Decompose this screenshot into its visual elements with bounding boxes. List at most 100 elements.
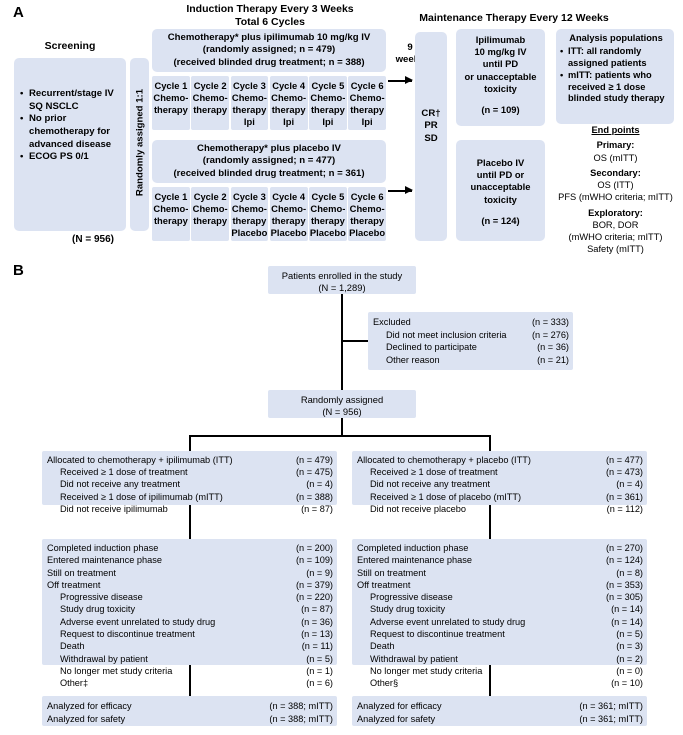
maintenance-therapy-header: Maintenance Therapy Every 12 Weeks [419,12,609,24]
row-value: (n = 14) [611,604,643,615]
row-value: (n = 36) [537,342,569,353]
row-value: (n = 14) [611,616,643,627]
row-value: (n = 305) [605,592,643,603]
data-row: Adverse event unrelated to study drug(n … [357,616,643,628]
data-row: Off treatment (n = 379) [47,579,333,591]
connector-to-excluded [341,340,369,342]
row-label: Completed induction phase [47,543,159,553]
analysis-populations-body: Analysis populations ITT: all randomly a… [560,33,672,105]
connector-off-right-to-analyzed [489,665,491,696]
data-row: Allocated to chemotherapy + placebo (ITT… [357,454,643,466]
row-label: Progressive disease [370,592,453,603]
row-value: (n = 5) [616,628,643,639]
data-row: Received ≥ 1 dose of placebo (mITT)(n = … [357,491,643,503]
disposition-placebo-box [352,539,647,665]
analyzed-placebo-box [352,696,647,726]
panel-b-letter: B [13,262,24,279]
data-row: Other§(n = 10) [357,677,643,689]
row-value: (n = 4) [306,479,333,490]
placebo-arm-text: Chemotherapy* plus placebo IV(randomly a… [173,143,365,179]
ipilimumab-arm-text: Chemotherapy* plus ipilimumab 10 mg/kg I… [167,32,371,68]
row-value: (n = 473) [605,467,643,478]
screening-criteria-list: Recurrent/stage IV SQ NSCLCNo prior chem… [20,88,124,164]
endpoint-group-label: Secondary: [590,167,641,178]
placebo-maintenance-count: (n = 124) [481,215,520,226]
row-value: (n = 475) [295,467,333,478]
row-value: (n = 124) [605,555,643,566]
data-row: Excluded(n = 333) [373,316,569,329]
data-row: Received ≥ 1 dose of ipilimumab (mITT)(n… [47,491,333,503]
row-value: (n = 11) [301,641,333,652]
row-label: No longer met study criteria [370,665,483,676]
data-row: Declined to participate(n = 36) [373,341,569,354]
row-value: (n = 379) [295,579,333,590]
data-row: Entered maintenance phase(n = 124) [357,554,643,566]
row-value: (n = 361; mITT) [579,701,643,711]
row-value: (n = 9) [306,567,333,578]
row-label: Analyzed for efficacy [47,701,132,711]
list-item: Recurrent/stage IV SQ NSCLC [29,88,124,113]
disposition-placebo-rows: Completed induction phase(n = 270)Entere… [357,542,643,689]
row-label: Received ≥ 1 dose of treatment [60,467,188,478]
row-value: (n = 200) [295,543,333,553]
data-row: Completed induction phase(n = 270) [357,542,643,554]
data-row: Other reason(n = 21) [373,354,569,367]
data-row: Study drug toxicity(n = 14) [357,603,643,615]
row-label: Received ≥ 1 dose of treatment [370,467,498,478]
connector-off-left-to-analyzed [189,665,191,696]
row-label: Analyzed for safety [47,713,126,724]
row-label: Entered maintenance phase [47,555,162,566]
excluded-rows: Excluded(n = 333)Did not meet inclusion … [373,316,569,366]
row-value: (n = 361) [605,491,643,502]
allocation-placebo-rows: Allocated to chemotherapy + placebo (ITT… [357,454,643,515]
row-value: (n = 333) [531,317,569,327]
placebo-arm-box [152,140,386,183]
endpoint-group: Secondary:OS (ITT)PFS (mWHO criteria; mI… [548,167,683,204]
arrow-pbo-to-response [388,186,413,194]
row-value: (n = 1) [306,665,333,676]
row-label: Withdrawal by patient [60,653,148,664]
data-row: Allocated to chemotherapy + ipilimumab (… [47,454,333,466]
row-value: (n = 109) [295,555,333,566]
row-value: (n = 0) [616,665,643,676]
randomly-assigned-text: Randomly assigned(N = 956) [300,394,384,418]
row-label: Analyzed for efficacy [357,701,442,711]
row-label: Completed induction phase [357,543,469,553]
row-label: Other‡ [60,678,89,689]
disposition-ipilimumab-box [42,539,337,665]
excluded-box [368,312,573,370]
row-label: Off treatment [357,579,411,590]
row-label: Still on treatment [47,567,116,578]
row-value: (n = 5) [306,653,333,664]
data-row: Did not receive any treatment (n = 4) [47,478,333,490]
endpoint-line: PFS (mWHO criteria; mITT) [558,192,673,203]
row-value: (n = 388; mITT) [269,713,333,724]
endpoint-group: Exploratory:BOR, DOR(mWHO criteria; mITT… [548,207,683,256]
data-row: Did not meet inclusion criteria(n = 276) [373,329,569,342]
analyzed-ipilimumab-rows: Analyzed for efficacy (n = 388; mITT) Anal… [47,700,333,726]
endpoints-section: End points Primary:OS (mITT)Secondary:OS… [548,124,683,256]
ipilimumab-maintenance-count: (n = 109) [481,104,520,115]
row-label: Off treatment [47,579,101,590]
row-label: Did not receive any treatment [60,479,181,490]
randomization-bar [130,58,149,231]
allocation-placebo-box [352,451,647,505]
response-criteria-box [415,32,447,241]
data-row: No longer met study criteria (n = 0) [357,665,643,677]
row-value: (n = 220) [295,592,333,603]
endpoint-line: (mWHO criteria; mITT) [568,232,663,243]
endpoints-title: End points [591,125,640,135]
analyzed-placebo-rows: Analyzed for efficacy(n = 361; mITT)Anal… [357,700,643,726]
row-value: (n = 477) [605,455,643,465]
endpoint-group-label: Primary: [596,140,635,151]
analyzed-ipilimumab-box [42,696,337,726]
row-value: (n = 112) [606,503,643,514]
